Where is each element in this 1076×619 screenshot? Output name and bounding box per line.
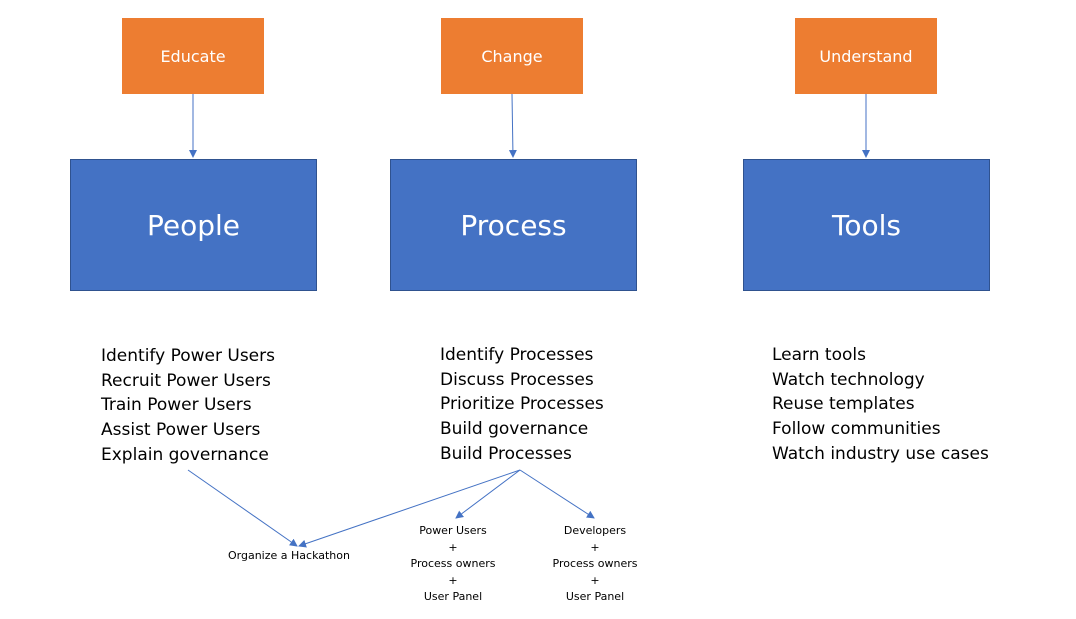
list-item: Recruit Power Users	[101, 370, 271, 391]
action-label-understand: Understand	[819, 46, 913, 66]
list-item: Train Power Users	[101, 395, 252, 416]
list-item: Identify Power Users	[101, 346, 275, 366]
action-label-educate: Educate	[160, 46, 226, 66]
hackathon-label: Organize a Hackathon	[228, 549, 350, 562]
panel-line: Power Users	[419, 524, 487, 537]
pillar-box-people: People	[70, 159, 317, 291]
list-item: Discuss Processes	[440, 369, 594, 390]
panel-line: Developers	[563, 524, 627, 537]
arrow-change-to-process	[508, 93, 517, 158]
panel-line: User Panel	[423, 590, 483, 603]
list-item: Build governance	[440, 419, 589, 440]
action-label-change: Change	[481, 46, 543, 66]
action-box-understand: Understand	[795, 18, 937, 94]
arrow-process-to-developers-panel	[519, 469, 595, 519]
list-item: Assist Power Users	[101, 420, 261, 441]
panel-line: Process owners	[552, 557, 638, 570]
tools-items-list: Learn tools Watch technology Reuse templ…	[772, 343, 989, 467]
list-item: Build Processes	[440, 443, 572, 464]
developers-panel: Developers + Process owners + User Panel	[530, 523, 660, 606]
action-box-change: Change	[441, 18, 583, 94]
list-item: Prioritize Processes	[440, 394, 604, 415]
panel-line: +	[590, 573, 600, 587]
list-item: Watch technology	[772, 369, 925, 390]
power-users-panel: Power Users + Process owners + User Pane…	[388, 523, 518, 606]
pillar-label-people: People	[146, 208, 241, 242]
process-items-list: Identify Processes Discuss Processes Pri…	[440, 343, 604, 467]
list-item: Reuse templates	[772, 394, 915, 415]
panel-line: User Panel	[565, 590, 625, 603]
action-box-educate: Educate	[122, 18, 264, 94]
people-items-list: Identify Power Users Recruit Power Users…	[101, 344, 275, 468]
list-item: Explain governance	[101, 444, 269, 465]
pillar-label-tools: Tools	[832, 208, 901, 242]
list-item: Learn tools	[772, 345, 866, 365]
list-item: Watch industry use cases	[772, 443, 989, 464]
list-item: Identify Processes	[440, 345, 594, 365]
pillar-box-tools: Tools	[743, 159, 990, 291]
panel-line: Process owners	[410, 557, 496, 570]
panel-line: +	[448, 540, 458, 554]
arrow-process-to-hackathon	[298, 469, 521, 548]
pillar-box-process: Process	[390, 159, 637, 291]
panel-line: +	[590, 540, 600, 554]
arrow-process-to-power-users-panel	[455, 469, 521, 519]
pillar-label-process: Process	[460, 208, 567, 242]
panel-line: +	[448, 573, 458, 587]
arrow-people-to-hackathon	[187, 469, 298, 547]
list-item: Follow communities	[772, 419, 941, 440]
